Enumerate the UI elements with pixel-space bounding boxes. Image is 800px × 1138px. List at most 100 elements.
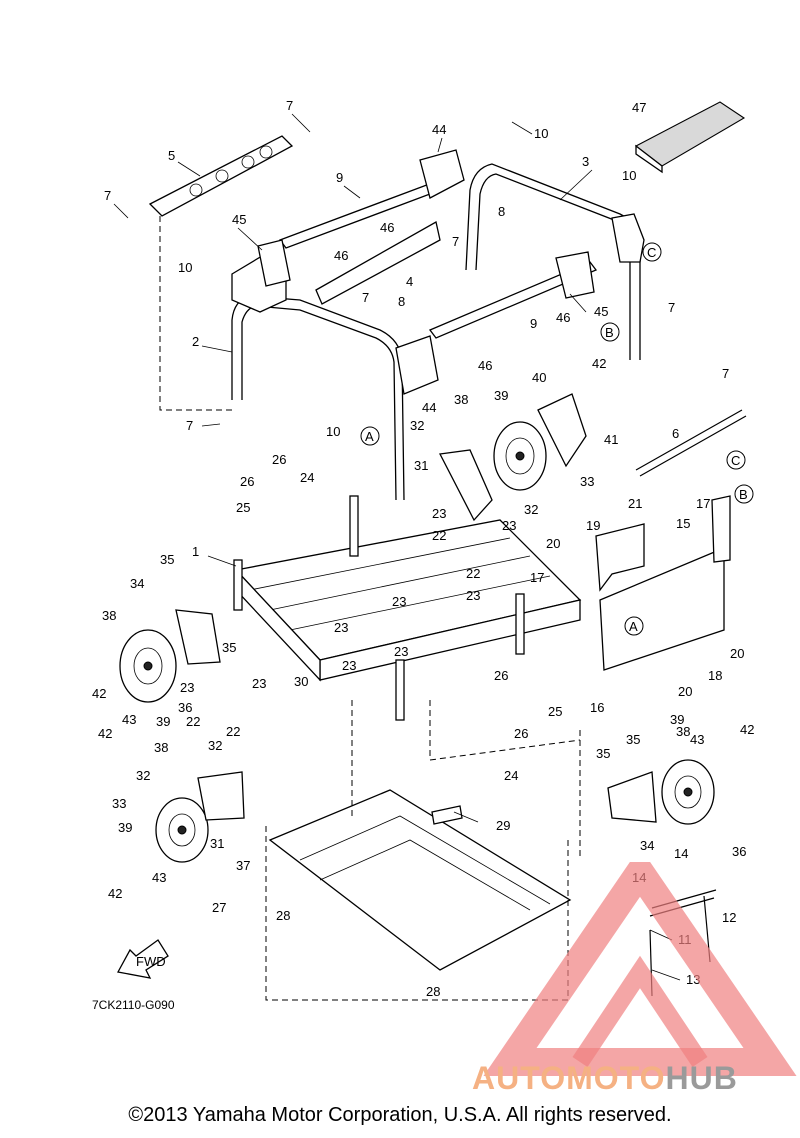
watermark-text-part2: HUB <box>665 1060 738 1096</box>
callout-23f: 23 <box>394 644 408 659</box>
callout-38b: 38 <box>102 608 116 623</box>
callout-34b: 34 <box>640 838 654 853</box>
main-frame <box>233 495 582 721</box>
callout-31a: 31 <box>414 458 428 473</box>
callout-44a: 44 <box>432 122 446 137</box>
callout-10b: 10 <box>622 168 636 183</box>
callout-22a: 22 <box>432 528 446 543</box>
watermark-logo <box>483 862 797 1076</box>
callout-18: 18 <box>708 668 722 683</box>
callout-15: 15 <box>676 516 690 531</box>
callout-34a: 34 <box>130 576 144 591</box>
callout-32d: 32 <box>136 768 150 783</box>
callout-26d: 26 <box>514 726 528 741</box>
callout-9a: 9 <box>336 170 343 185</box>
callout-39d: 39 <box>118 820 132 835</box>
callout-46d: 46 <box>478 358 492 373</box>
wheel-lower-left <box>155 797 209 863</box>
ref-c-upper: C <box>647 245 656 260</box>
callout-23g: 23 <box>342 658 356 673</box>
fwd-arrow: FWD <box>117 939 169 979</box>
callout-7e: 7 <box>668 300 675 315</box>
callout-7d: 7 <box>362 290 369 305</box>
callout-31b: 31 <box>210 836 224 851</box>
callout-7g: 7 <box>186 418 193 433</box>
callout-38d: 38 <box>154 740 168 755</box>
part-callouts: 5 7 7 9 44 10 47 3 10 8 7 46 45 46 10 4 … <box>92 98 754 999</box>
callout-23b: 23 <box>502 518 516 533</box>
callout-41: 41 <box>604 432 618 447</box>
cover-47 <box>634 101 746 174</box>
wheel-right <box>661 759 715 825</box>
watermark-text-part1: AUTOMOTO <box>472 1060 666 1096</box>
guide-lines <box>159 216 581 860</box>
callout-26a: 26 <box>272 452 286 467</box>
callout-16: 16 <box>590 700 604 715</box>
wheel-left <box>119 629 177 703</box>
callout-35a: 35 <box>160 552 174 567</box>
bottom-skid-27 <box>265 789 572 1001</box>
callout-43a: 43 <box>122 712 136 727</box>
callout-38c: 38 <box>676 724 690 739</box>
callout-23e: 23 <box>334 620 348 635</box>
leader-lines <box>113 113 681 981</box>
callout-35b: 35 <box>222 640 236 655</box>
callout-1: 1 <box>192 544 199 559</box>
callout-8a: 8 <box>498 204 505 219</box>
callout-35c: 35 <box>626 732 640 747</box>
ref-c-lower: C <box>731 453 740 468</box>
callout-7a: 7 <box>286 98 293 113</box>
callout-46c: 46 <box>556 310 570 325</box>
callout-12: 12 <box>722 910 736 925</box>
callout-27: 27 <box>212 900 226 915</box>
callout-23d: 23 <box>466 588 480 603</box>
callout-43b: 43 <box>690 732 704 747</box>
callout-36b: 36 <box>732 844 746 859</box>
ref-a-upper: A <box>365 429 374 444</box>
callout-20a: 20 <box>546 536 560 551</box>
callout-8b: 8 <box>398 294 405 309</box>
callout-5: 5 <box>168 148 175 163</box>
callout-32b: 32 <box>524 502 538 517</box>
callout-17b: 17 <box>530 570 544 585</box>
ref-b-lower: B <box>739 487 748 502</box>
callout-40: 40 <box>532 370 546 385</box>
callout-45a: 45 <box>232 212 246 227</box>
callout-36a: 36 <box>178 700 192 715</box>
callout-42b: 42 <box>92 686 106 701</box>
callout-33a: 33 <box>580 474 594 489</box>
callout-42e: 42 <box>108 886 122 901</box>
callout-23c: 23 <box>392 594 406 609</box>
handle-bar-5 <box>148 135 294 217</box>
callout-17a: 17 <box>696 496 710 511</box>
ref-markers: A B C C B A <box>360 242 754 636</box>
callout-37: 37 <box>236 858 250 873</box>
callout-28a: 28 <box>276 908 290 923</box>
callout-25b: 25 <box>548 704 562 719</box>
callout-39a: 39 <box>494 388 508 403</box>
callout-9b: 9 <box>530 316 537 331</box>
wheel-brackets <box>175 393 657 823</box>
callout-44b: 44 <box>422 400 436 415</box>
callout-38a: 38 <box>454 392 468 407</box>
callout-10c: 10 <box>178 260 192 275</box>
wheel-upper <box>493 421 547 491</box>
copyright-notice: ©2013 Yamaha Motor Corporation, U.S.A. A… <box>128 1104 672 1126</box>
callout-21: 21 <box>628 496 642 511</box>
callout-23a: 23 <box>432 506 446 521</box>
callout-6: 6 <box>672 426 679 441</box>
upper-frame <box>231 149 645 501</box>
callout-42a: 42 <box>592 356 606 371</box>
callout-39c: 39 <box>670 712 684 727</box>
callout-24b: 24 <box>504 768 518 783</box>
callout-32a: 32 <box>410 418 424 433</box>
callout-7f: 7 <box>722 366 729 381</box>
callout-24a: 24 <box>300 470 314 485</box>
wheels <box>119 421 715 863</box>
callout-29: 29 <box>496 818 510 833</box>
callout-20b: 20 <box>730 646 744 661</box>
callout-4: 4 <box>406 274 413 289</box>
callout-10a: 10 <box>534 126 548 141</box>
watermark-text: AUTOMOTOHUB <box>472 1060 738 1097</box>
